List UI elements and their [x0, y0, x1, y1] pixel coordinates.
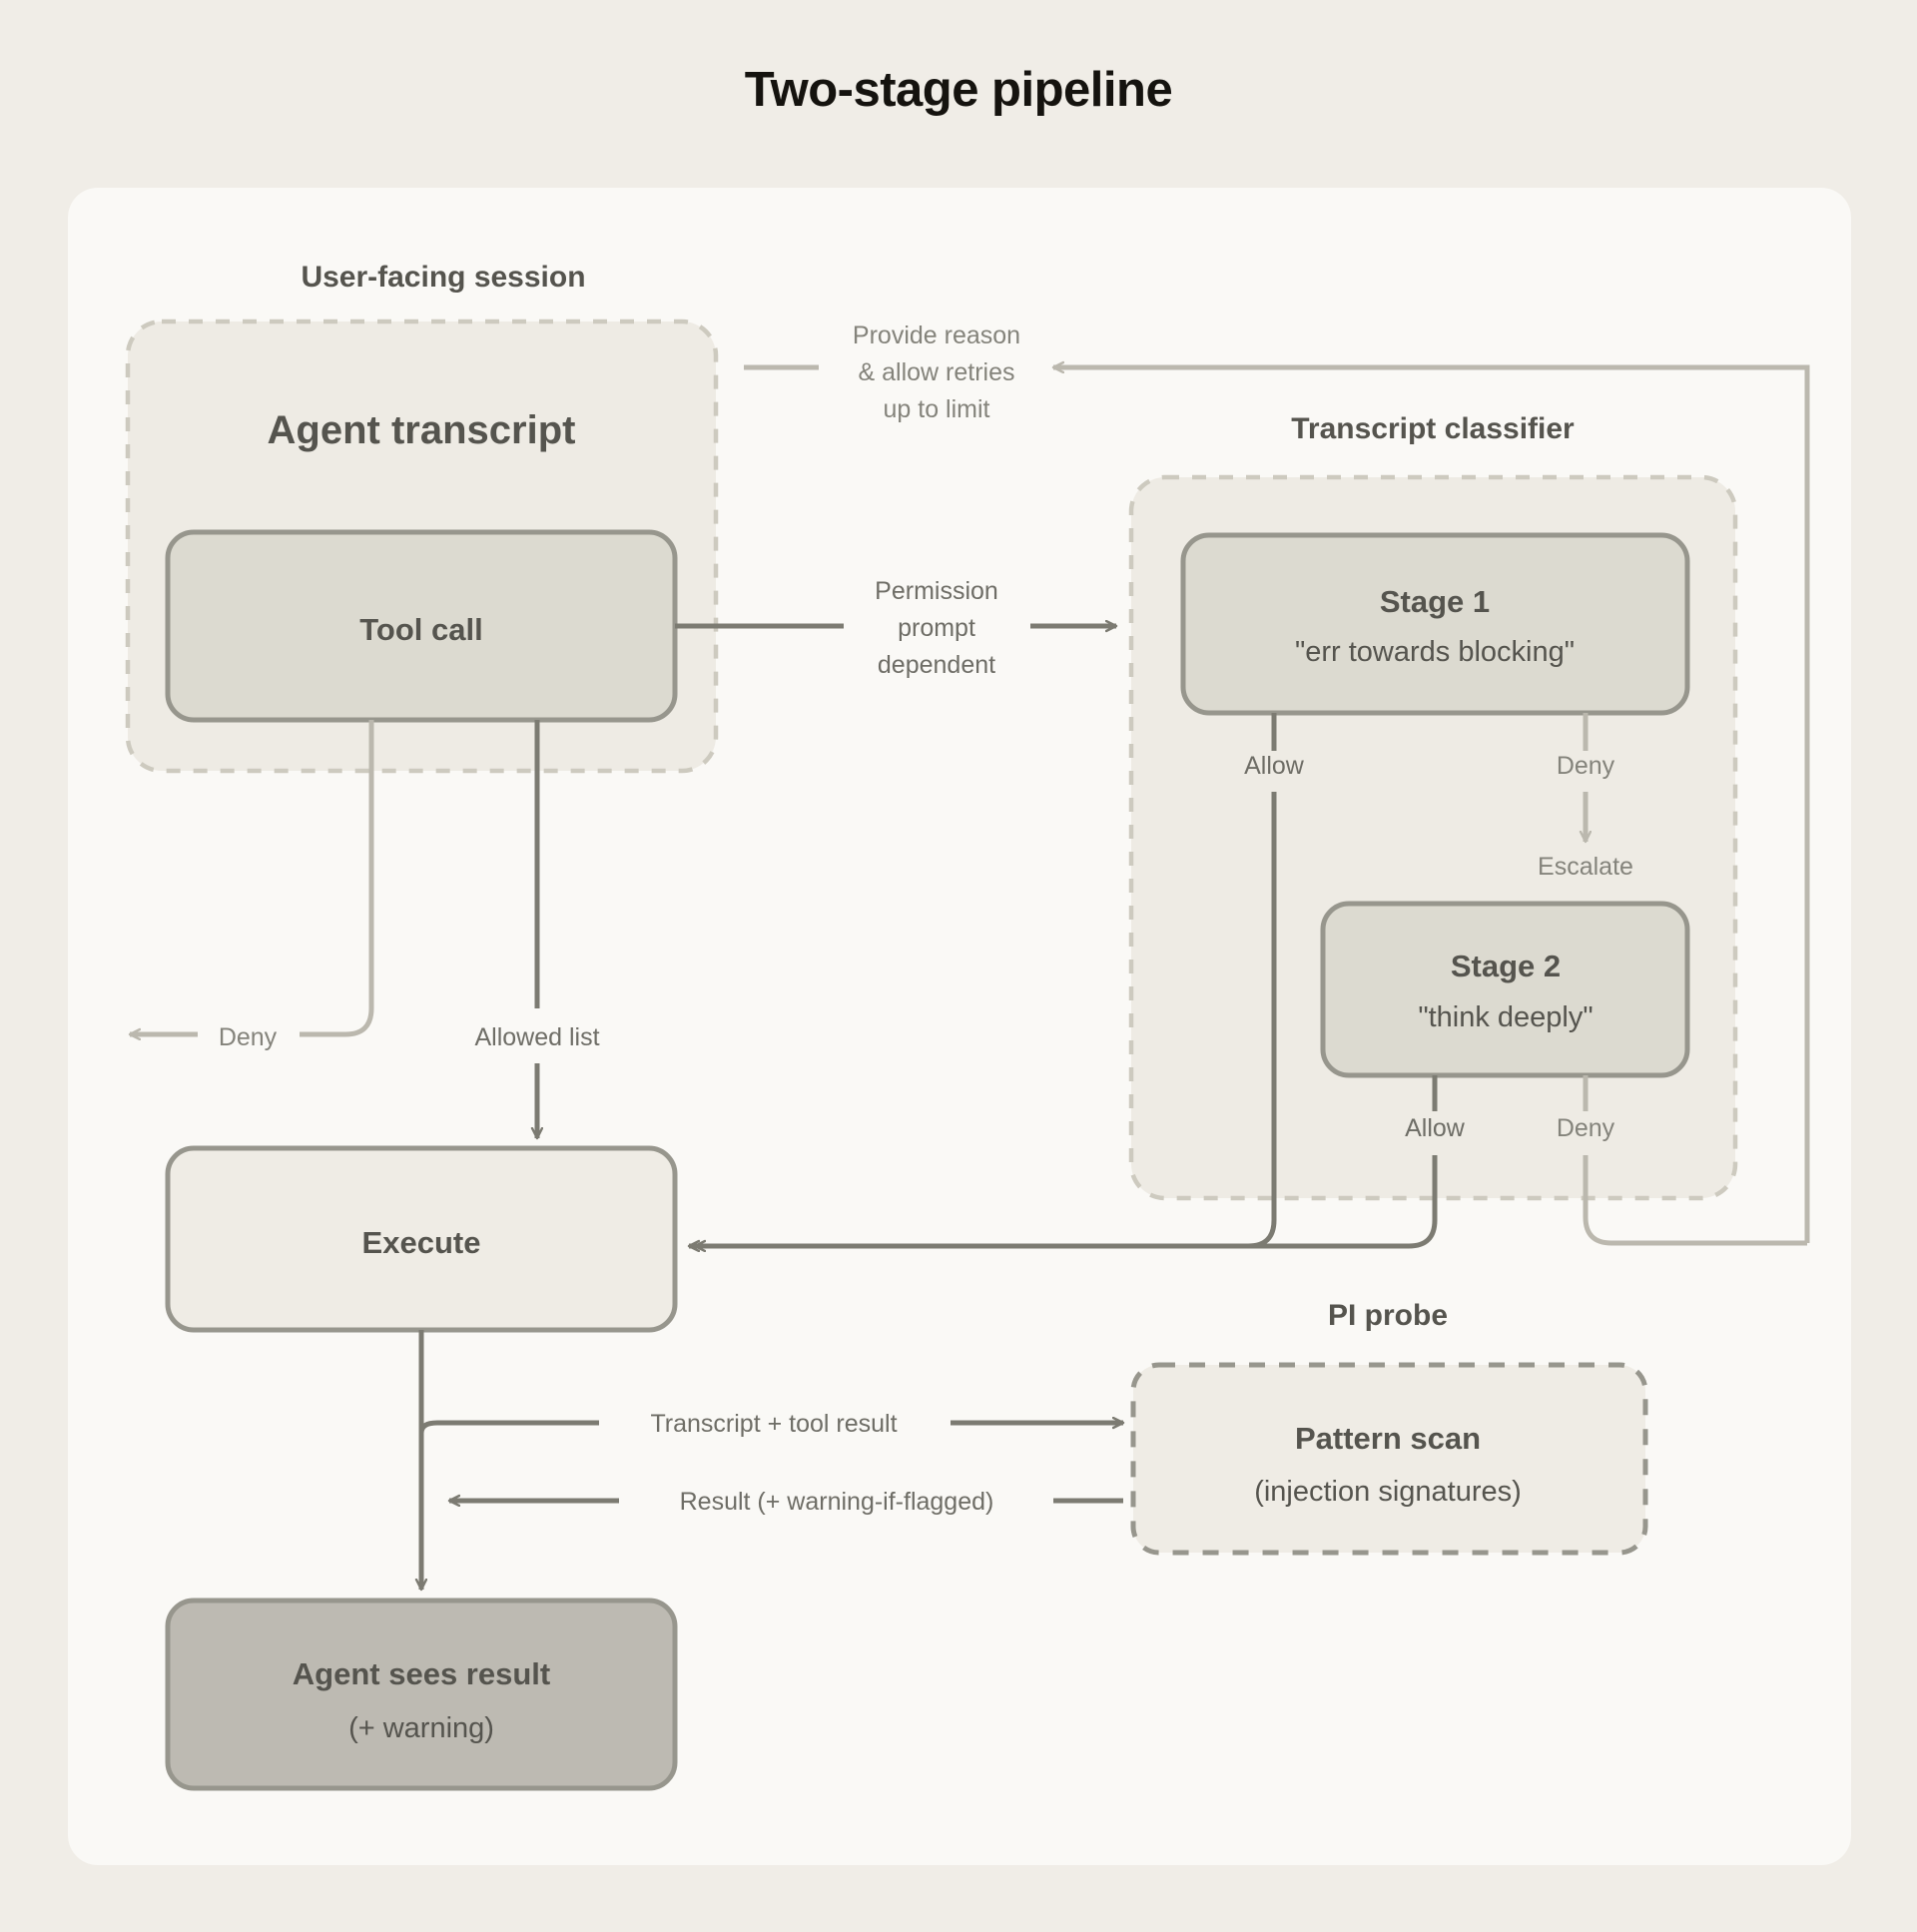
edge-label-from-probe: Result (+ warning-if-flagged): [680, 1488, 994, 1516]
edge-label-permission-line3: dependent: [878, 651, 995, 679]
edge-label-permission-line2: prompt: [898, 614, 975, 642]
node-agent-sees-result[interactable]: [165, 1598, 678, 1791]
node-label-agent-sees-result-title: Agent sees result: [293, 1656, 550, 1691]
node-stage-1[interactable]: [1180, 532, 1690, 716]
edge-label-allowed-list: Allowed list: [474, 1023, 599, 1051]
edge-label-retry-line2: & allow retries: [859, 358, 1015, 386]
edge-label-retry-line1: Provide reason: [853, 322, 1020, 349]
edge-retry-feedback: [1053, 367, 1810, 1243]
node-label-agent-sees-result-sub: (+ warning): [348, 1712, 494, 1744]
node-label-pattern-scan-sub: (injection signatures): [1254, 1476, 1522, 1508]
edge-label-to-probe: Transcript + tool result: [650, 1410, 897, 1438]
edge-stage2-allow-to-execute: [695, 1155, 1438, 1246]
edge-label-stage1-deny: Deny: [1557, 752, 1615, 780]
node-label-tool-call: Tool call: [359, 612, 482, 647]
edge-label-retry-line3: up to limit: [884, 395, 990, 423]
edge-tool-call-deny-path: [300, 720, 374, 1037]
node-label-stage-2-title: Stage 2: [1451, 949, 1561, 983]
node-pattern-scan[interactable]: [1130, 1362, 1648, 1556]
group-label-pi-probe: PI probe: [1328, 1299, 1448, 1332]
page-title: Two-stage pipeline: [744, 63, 1173, 117]
node-label-agent-transcript: Agent transcript: [268, 408, 576, 452]
edge-to-probe-left: [418, 1420, 599, 1434]
edge-label-stage2-allow: Allow: [1405, 1114, 1466, 1142]
edge-label-permission-line1: Permission: [875, 577, 998, 605]
node-label-execute: Execute: [362, 1225, 481, 1260]
group-label-transcript-classifier: Transcript classifier: [1291, 412, 1575, 445]
node-label-stage-1-title: Stage 1: [1380, 584, 1490, 619]
node-label-stage-1-sub: "err towards blocking": [1295, 636, 1575, 668]
edge-label-stage2-deny: Deny: [1557, 1114, 1615, 1142]
edge-stage2-deny-to-retry: [1583, 1155, 1807, 1246]
node-stage-2[interactable]: [1320, 901, 1690, 1078]
node-label-stage-2-sub: "think deeply": [1418, 1001, 1593, 1033]
group-label-user-facing-session: User-facing session: [301, 261, 585, 294]
edge-label-stage1-allow: Allow: [1244, 752, 1305, 780]
edge-label-escalate: Escalate: [1538, 853, 1633, 881]
node-label-pattern-scan-title: Pattern scan: [1295, 1421, 1481, 1456]
edge-label-tool-call-deny: Deny: [219, 1023, 278, 1051]
